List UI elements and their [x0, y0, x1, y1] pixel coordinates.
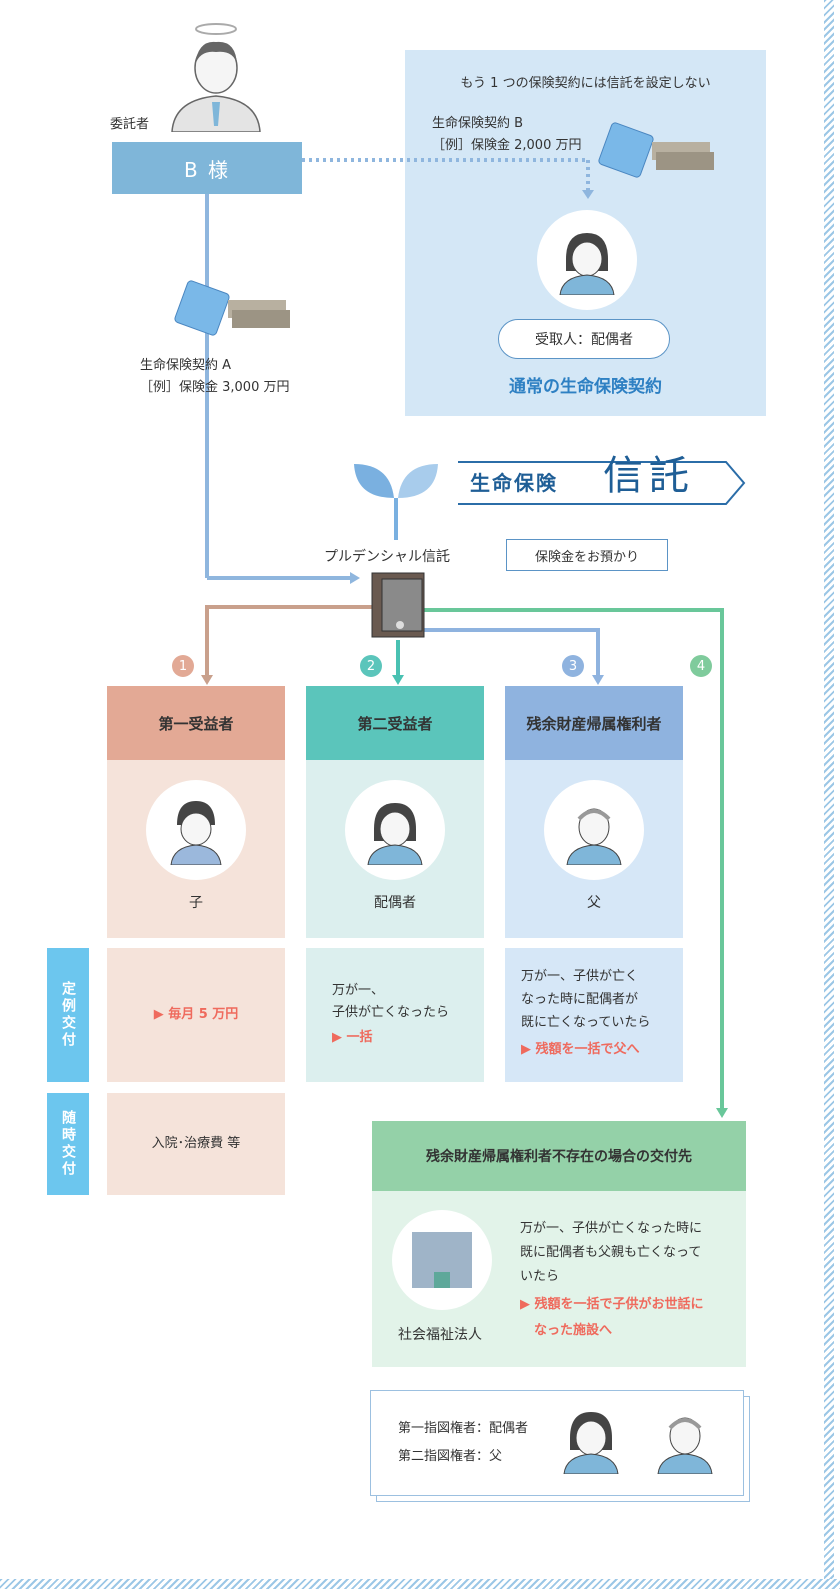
father-avatar-icon [657, 1417, 713, 1474]
residual-rights-header: 残余財産帰属権利者 [505, 686, 683, 760]
money-icon [174, 280, 290, 336]
contract-b-name: 生命保険契約 B [432, 116, 524, 131]
condition-text: 子供が亡くなったら [332, 1005, 450, 1020]
settlor-avatar-icon [171, 23, 261, 132]
trustee-name: プルデンシャル信託 [324, 549, 450, 565]
contract-a-name: 生命保険契約 A [140, 358, 232, 373]
brand-banner [458, 461, 746, 505]
condition-text: 万が一、 [332, 983, 385, 998]
money-icon [598, 122, 714, 178]
step-number: 1 [172, 655, 194, 677]
safe-icon [371, 572, 425, 638]
monthly-amount: ▶ 毎月 5 万円 [153, 1007, 239, 1022]
spouse-avatar-icon [537, 210, 637, 310]
panel-title: もう 1 つの保険契約には信託を設定しない [460, 76, 711, 91]
first-director: 第一指図権者：配偶者 [398, 1421, 529, 1436]
lump-sum-text: ▶ 一括 [332, 1030, 373, 1045]
residual-rights-body: 父 [505, 760, 683, 938]
regular-cell-3: 万が一、子供が亡く なった時に配偶者が 既に亡くなっていたら ▶ 残額を一括で父… [505, 948, 683, 1082]
trustee-bubble: 保険金をお預かり [506, 539, 668, 571]
recipient-label: 受取人：配偶者 [498, 319, 670, 359]
second-beneficiary-body: 配偶者 [306, 760, 484, 938]
father-avatar-icon [544, 780, 644, 880]
step-number: 3 [562, 655, 584, 677]
step-number: 4 [690, 655, 712, 677]
fallback-result: ▶ 残額を一括で子供がお世話に [520, 1297, 704, 1312]
fallback-condition: 万が一、子供が亡くなった時に [520, 1221, 703, 1236]
child-label: 子 [189, 895, 203, 911]
spouse-label: 配偶者 [374, 895, 416, 911]
contract-b-example: ［例］保険金 2,000 万円 [432, 138, 582, 153]
settlor-box: B 様 [112, 142, 302, 194]
regular-delivery-label: 定例交付 [47, 948, 89, 1082]
adhoc-delivery-label: 随時交付 [47, 1093, 89, 1195]
fallback-condition: 既に配偶者も父親も亡くなって [520, 1245, 702, 1260]
spouse-avatar-icon [563, 1412, 619, 1474]
fallback-condition: いたら [520, 1269, 560, 1284]
condition-text: 既に亡くなっていたら [521, 1015, 651, 1030]
adhoc-text: 入院･治療費 等 [151, 1136, 241, 1151]
regular-cell-2: 万が一、 子供が亡くなったら ▶ 一括 [306, 948, 484, 1082]
settlor-label: 委託者 [110, 117, 150, 132]
contract-a-example: ［例］保険金 3,000 万円 [140, 380, 290, 395]
normal-contract-label: 通常の生命保険契約 [509, 377, 662, 397]
regular-cell-1: ▶ 毎月 5 万円 [107, 948, 285, 1082]
brand-prefix: 生命保険 [470, 471, 558, 495]
brand-main: 信託 [603, 453, 695, 499]
step-number: 2 [360, 655, 382, 677]
sprout-icon [354, 464, 438, 540]
fallback-result: なった施設へ [534, 1323, 613, 1338]
condition-text: 万が一、子供が亡く [521, 969, 639, 984]
first-beneficiary-header: 第一受益者 [107, 686, 285, 760]
condition-text: なった時に配偶者が [521, 992, 639, 1007]
adhoc-cell-1: 入院･治療費 等 [107, 1093, 285, 1195]
first-beneficiary-body: 子 [107, 760, 285, 938]
second-director: 第二指図権者：父 [398, 1449, 503, 1464]
building-icon [392, 1210, 492, 1310]
right-border-stripe [824, 0, 834, 1580]
org-label: 社会福祉法人 [398, 1327, 482, 1343]
second-beneficiary-header: 第二受益者 [306, 686, 484, 760]
child-avatar-icon [146, 780, 246, 880]
father-label: 父 [587, 895, 601, 911]
spouse-avatar-icon [345, 780, 445, 880]
bottom-border-stripe [0, 1579, 840, 1589]
fallback-header: 残余財産帰属権利者不存在の場合の交付先 [372, 1121, 746, 1191]
lump-sum-text: ▶ 残額を一括で父へ [521, 1042, 640, 1057]
